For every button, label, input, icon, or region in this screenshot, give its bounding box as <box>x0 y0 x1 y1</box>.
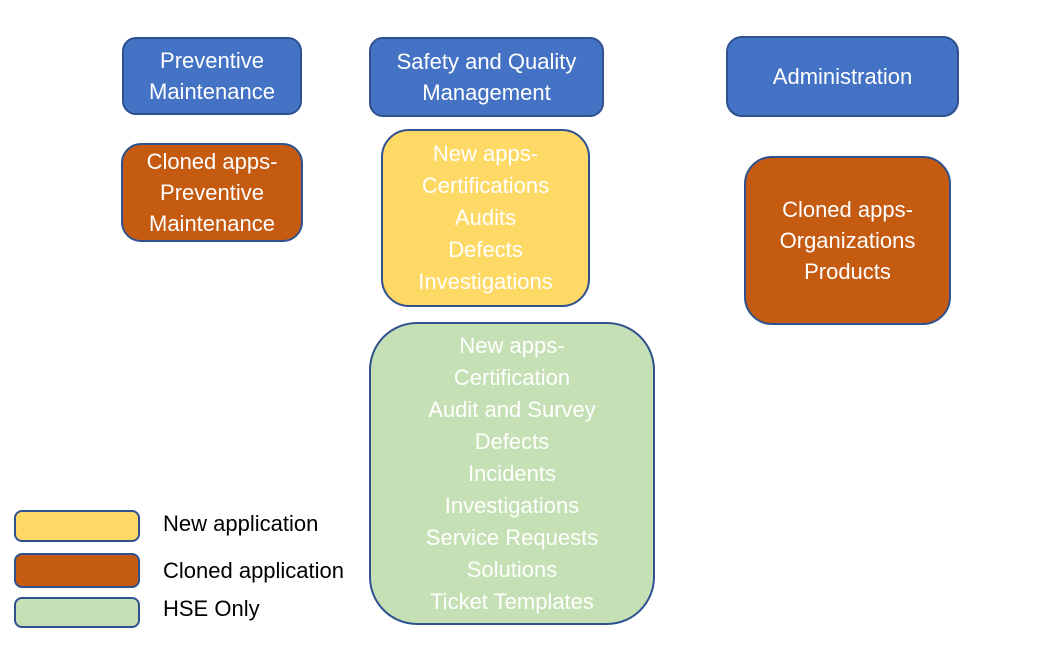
legend-swatch-new-application <box>14 510 140 542</box>
legend-swatch-hse-only <box>14 597 140 628</box>
category-box-administration: Administration <box>726 36 959 117</box>
legend-label-cloned-application: Cloned application <box>163 558 345 583</box>
cloned-apps-organizations-products-box: Cloned apps- Organizations Products <box>744 156 951 325</box>
cloned-apps-preventive-maintenance-box: Cloned apps- Preventive Maintenance <box>121 143 303 242</box>
hse-only-apps-box: New apps- Certification Audit and Survey… <box>369 322 655 625</box>
legend-swatch-cloned-application <box>14 553 140 588</box>
new-apps-safety-quality-box: New apps- Certifications Audits Defects … <box>381 129 590 307</box>
category-box-preventive-maintenance: Preventive Maintenance <box>122 37 302 115</box>
legend-label-hse-only: HSE Only <box>163 596 260 621</box>
category-box-safety-quality-management: Safety and Quality Management <box>369 37 604 117</box>
legend-label-new-application: New application <box>163 511 319 536</box>
